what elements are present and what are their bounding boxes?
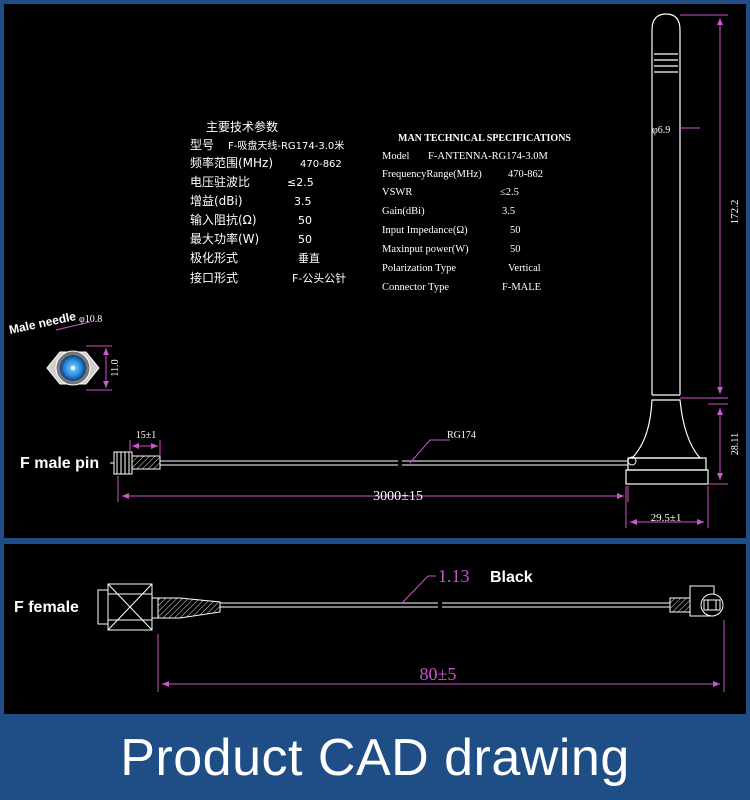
base-width-label: 29.5±1 [651,512,682,524]
spec-cn-label: 增益(dBi) [190,194,243,208]
drawing-panel-top [4,4,746,538]
spec-cn-value: 3.5 [294,195,312,208]
footer-title: Product CAD drawing [120,729,630,787]
cad-drawing: φ6.9 172.2 28.11 29.5±1 主要技术参数 型号 F-吸盘天线… [8,13,741,692]
pigtail-cable-label: 1.13 [438,566,470,586]
spec-cn-label: 输入阻抗(Ω) [190,212,257,227]
spec-cn-value: 垂直 [298,251,320,265]
spec-en-value: 470-862 [508,169,543,180]
connector-front-view [46,350,100,386]
cable-type-label: RG174 [447,430,476,441]
connector-diameter-label: φ10.8 [79,314,102,325]
whip-diameter-label: φ6.9 [652,125,670,136]
base-height-label: 28.11 [730,433,741,455]
pigtail-assembly [97,583,724,631]
connector-height-label: 11.0 [110,359,121,376]
spec-en-value: ≤2.5 [500,187,519,198]
spec-cn-title: 主要技术参数 [206,119,278,134]
spec-en-label: Polarization Type [382,263,456,274]
spec-table-cn: 主要技术参数 型号 F-吸盘天线-RG174-3.0米 频率范围(MHz) 47… [190,119,346,285]
spec-en-value: 50 [510,244,521,255]
spec-cn-label: 极化形式 [190,251,238,265]
spec-cn-value: ≤2.5 [287,176,314,189]
spec-en-label: FrequencyRange(MHz) [382,169,482,180]
spec-en-value: F-ANTENNA-RG174-3.0M [428,151,549,162]
spec-cn-value: 50 [298,233,312,246]
spec-en-value: 3.5 [502,206,515,217]
spec-en-title: MAN TECHNICAL SPECIFICATIONS [398,133,571,144]
spec-en-label: Maxinput power(W) [382,244,469,255]
footer-banner: Product CAD drawing [0,716,750,800]
spec-cn-label: 型号 [190,138,214,152]
f-female-callout: F female [14,599,79,616]
male-needle-callout: Male needle [8,309,78,337]
spec-en-label: Input Impedance(Ω) [382,225,468,236]
spec-cn-value: F-吸盘天线-RG174-3.0米 [228,139,344,152]
spec-cn-label: 接口形式 [190,270,238,285]
spec-en-value: F-MALE [502,282,541,293]
spec-en-value: 50 [510,225,521,236]
cable-length-label: 3000±15 [373,489,423,504]
cable-dimensions-top [117,439,629,502]
spec-en-label: Gain(dBi) [382,206,425,217]
spec-cn-label: 频率范围(MHz) [190,155,273,170]
whip-height-label: 172.2 [729,200,741,225]
spec-cn-label: 电压驻波比 [190,174,250,189]
spec-table-en: MAN TECHNICAL SPECIFICATIONS Model F-ANT… [382,133,571,293]
cable-assembly-top [110,451,637,475]
f-male-pin-callout: F male pin [20,455,99,472]
spec-cn-value: 50 [298,214,312,227]
black-callout: Black [490,569,533,586]
connector-front-dimensions [55,321,112,391]
spec-en-label: Model [382,151,409,162]
spec-cn-value: 470-862 [300,159,342,170]
spec-cn-value: F-公头公针 [292,271,346,285]
pigtail-length-label: 80±5 [420,664,457,684]
spec-en-label: VSWR [382,187,412,198]
spec-en-label: Connector Type [382,282,449,293]
pin-length-label: 15±1 [136,430,157,441]
spec-en-value: Vertical [508,263,541,274]
spec-cn-label: 最大功率(W) [190,231,259,246]
pigtail-dimensions [157,575,725,692]
whip-dimensions [625,14,728,528]
antenna-whip [625,13,709,485]
